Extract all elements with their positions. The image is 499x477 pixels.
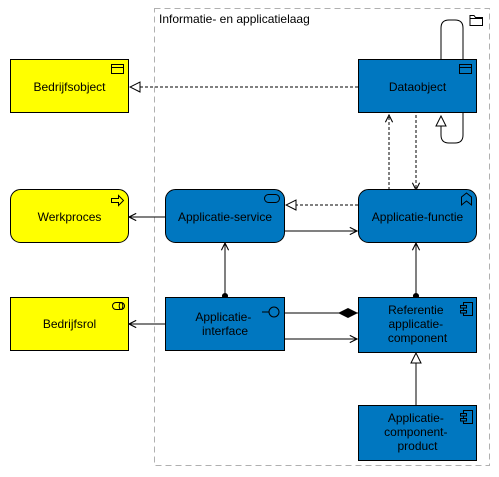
node-applicatie-component-product[interactable]: Applicatie- component- product — [358, 405, 477, 461]
role-icon — [112, 302, 125, 310]
process-arrow-icon — [111, 194, 125, 207]
node-label: Referentie — [388, 303, 444, 317]
component-icon — [460, 410, 473, 424]
node-referentie-applicatie-component[interactable]: Referentie applicatie- component — [358, 297, 477, 353]
svg-text:Bedrijfsobject: Bedrijfsobject — [33, 80, 106, 94]
node-werkproces[interactable]: Werkproces — [10, 189, 129, 243]
data-object-icon — [459, 64, 472, 74]
svg-text:Applicatie- interface: Applicatie- interface — [195, 310, 254, 338]
node-label: interface — [202, 324, 248, 338]
node-applicatie-service[interactable]: Applicatie-service — [165, 189, 285, 243]
business-object-icon — [111, 64, 124, 74]
node-label: component- — [384, 425, 447, 439]
node-applicatie-interface[interactable]: Applicatie- interface — [165, 297, 285, 351]
function-icon — [461, 192, 472, 207]
interface-icon — [262, 306, 280, 318]
connectors — [129, 19, 464, 405]
node-applicatie-functie[interactable]: Applicatie-functie — [358, 189, 477, 243]
node-label: product — [397, 439, 438, 453]
node-label: Applicatie- — [388, 411, 444, 425]
folder-icon — [469, 15, 483, 26]
node-label: Applicatie-service — [178, 210, 272, 224]
node-label: Werkproces — [38, 210, 102, 224]
service-icon — [264, 194, 280, 203]
svg-text:Referentie applicatie-: Referentie applicatie- component — [388, 303, 448, 345]
svg-text:Applicatie-service: Applicatie-service — [178, 210, 272, 224]
svg-text:Applicatie-functie: Applicatie-functie — [372, 210, 464, 224]
group-label: Informatie- en applicatielaag — [159, 12, 310, 26]
node-label: Applicatie-functie — [372, 210, 464, 224]
svg-text:Applicatie- component-: Applicatie- component- product — [384, 411, 451, 453]
node-label: Applicatie- — [195, 310, 251, 324]
node-dataobject[interactable]: Dataobject — [358, 59, 477, 113]
node-label: applicatie- — [388, 317, 443, 331]
node-label: Bedrijfsrol — [43, 317, 96, 331]
node-bedrijfsrol[interactable]: Bedrijfsrol — [10, 297, 129, 351]
svg-text:Dataobject: Dataobject — [389, 80, 447, 94]
node-label: Dataobject — [389, 80, 447, 94]
node-bedrijfsobject[interactable]: Bedrijfsobject — [10, 59, 129, 113]
component-icon — [460, 302, 473, 316]
node-label: Bedrijfsobject — [33, 80, 106, 94]
svg-text:Bedrijfsrol: Bedrijfsrol — [43, 317, 96, 331]
svg-text:Werkproces: Werkproces — [38, 210, 102, 224]
node-label: component — [388, 331, 448, 345]
